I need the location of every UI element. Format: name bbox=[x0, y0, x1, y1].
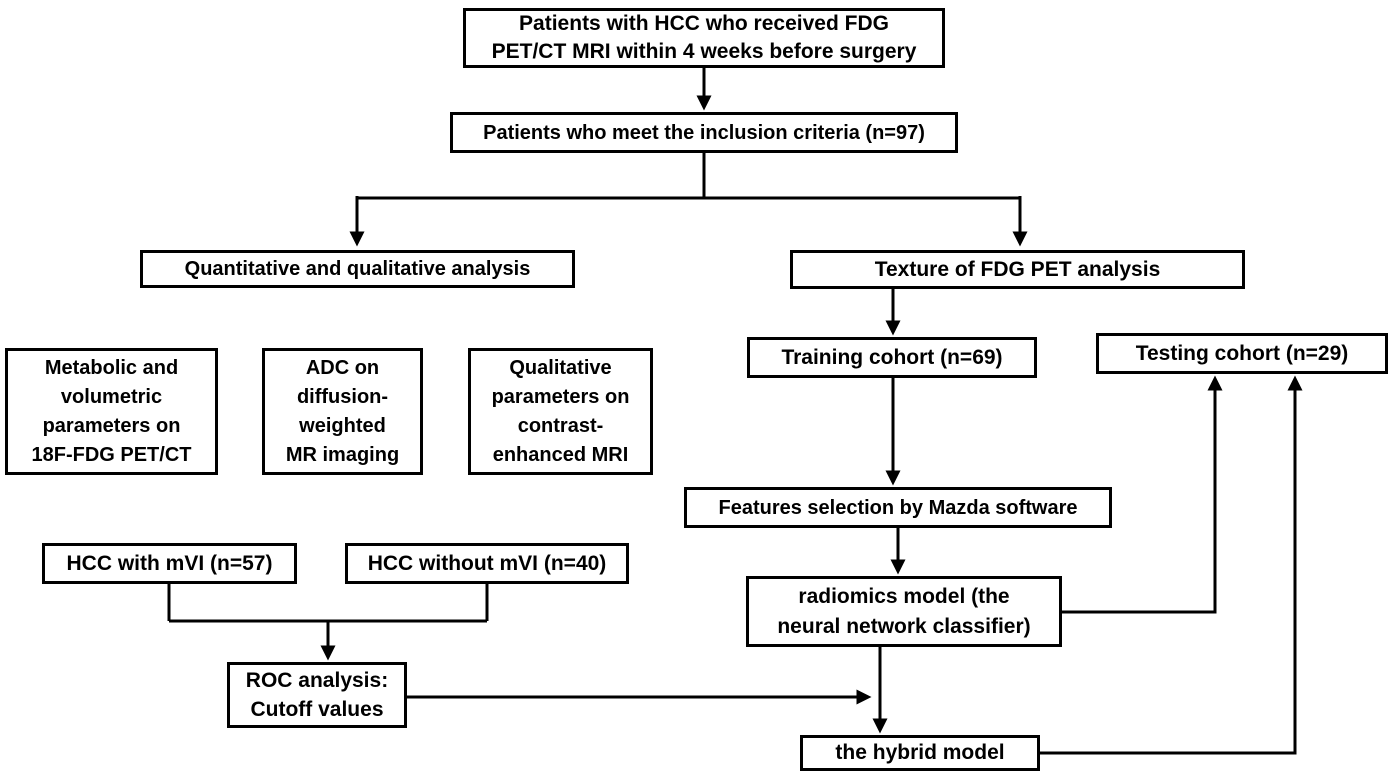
node-metabolic-parameters: Metabolic and volumetric parameters on 1… bbox=[5, 348, 218, 475]
node-adc-dwi-line3: weighted bbox=[299, 414, 386, 437]
node-adc-dwi-line1: ADC on bbox=[305, 356, 380, 379]
node-hcc-without-mvi: HCC without mVI (n=40) bbox=[345, 543, 629, 584]
node-metabolic-parameters-line2: volumetric bbox=[60, 385, 163, 408]
node-radiomics-model-line2: neural network classifier) bbox=[777, 614, 1031, 638]
node-inclusion-criteria-label: Patients who meet the inclusion criteria… bbox=[483, 121, 925, 144]
node-qualitative-parameters: Qualitative parameters on contrast- enha… bbox=[468, 348, 653, 475]
node-metabolic-parameters-line4: 18F-FDG PET/CT bbox=[31, 443, 192, 466]
node-hcc-without-mvi-label: HCC without mVI (n=40) bbox=[367, 551, 607, 575]
node-qualitative-parameters-line4: enhanced MRI bbox=[492, 443, 629, 466]
node-training-cohort: Training cohort (n=69) bbox=[747, 337, 1037, 378]
node-radiomics-model-line1: radiomics model (the bbox=[798, 584, 1010, 608]
node-testing-cohort-label: Testing cohort (n=29) bbox=[1135, 341, 1349, 365]
node-metabolic-parameters-line1: Metabolic and bbox=[44, 356, 179, 379]
node-qualitative-parameters-line1: Qualitative bbox=[509, 356, 612, 379]
node-quant-qual-analysis: Quantitative and qualitative analysis bbox=[140, 250, 575, 288]
node-radiomics-model: radiomics model (the neural network clas… bbox=[746, 576, 1062, 647]
node-training-cohort-label: Training cohort (n=69) bbox=[781, 345, 1003, 369]
node-testing-cohort: Testing cohort (n=29) bbox=[1096, 333, 1388, 374]
node-hcc-with-mvi-label: HCC with mVI (n=57) bbox=[66, 551, 273, 575]
node-adc-dwi-line2: diffusion- bbox=[296, 385, 389, 408]
node-inclusion-criteria: Patients who meet the inclusion criteria… bbox=[450, 112, 958, 153]
node-features-selection-label: Features selection by Mazda software bbox=[718, 496, 1078, 519]
node-patients-hcc-line2: PET/CT MRI within 4 weeks before surgery bbox=[491, 40, 917, 63]
node-qualitative-parameters-line3: contrast- bbox=[517, 414, 604, 437]
node-adc-dwi-line4: MR imaging bbox=[285, 443, 400, 466]
node-patients-hcc: Patients with HCC who received FDG PET/C… bbox=[463, 8, 945, 68]
node-texture-analysis: Texture of FDG PET analysis bbox=[790, 250, 1245, 289]
node-quant-qual-analysis-label: Quantitative and qualitative analysis bbox=[184, 258, 531, 280]
node-features-selection: Features selection by Mazda software bbox=[684, 487, 1112, 528]
node-metabolic-parameters-line3: parameters on bbox=[42, 414, 181, 437]
node-roc-analysis-line1: ROC analysis: bbox=[245, 669, 389, 692]
node-hcc-with-mvi: HCC with mVI (n=57) bbox=[42, 543, 297, 584]
node-adc-dwi: ADC on diffusion- weighted MR imaging bbox=[262, 348, 423, 475]
node-qualitative-parameters-line2: parameters on bbox=[491, 385, 630, 408]
node-roc-analysis: ROC analysis: Cutoff values bbox=[227, 662, 407, 728]
node-roc-analysis-line2: Cutoff values bbox=[250, 698, 384, 721]
node-hybrid-model: the hybrid model bbox=[800, 735, 1040, 771]
node-patients-hcc-line1: Patients with HCC who received FDG bbox=[519, 12, 889, 35]
arrow-hybrid-to-testing bbox=[1040, 375, 1303, 755]
node-hybrid-model-label: the hybrid model bbox=[835, 741, 1005, 764]
node-texture-analysis-label: Texture of FDG PET analysis bbox=[874, 257, 1161, 281]
